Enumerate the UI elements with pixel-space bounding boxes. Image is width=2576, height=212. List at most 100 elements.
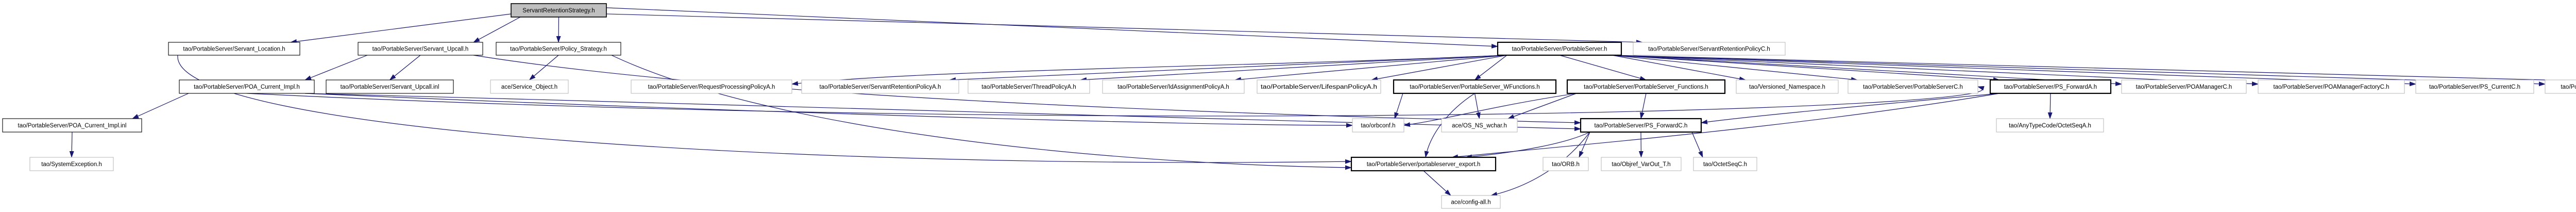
node-label-poamanagerc: tao/PortableServer/POAManagerC.h — [2136, 84, 2232, 90]
node-box-servant_upcall[interactable] — [358, 42, 483, 56]
node-box-systemexception[interactable] — [29, 157, 114, 171]
node-box-ps_forwardc[interactable] — [1580, 118, 1702, 133]
node-box-lifespanpolicya[interactable] — [1257, 79, 1381, 94]
node-box-configall[interactable] — [1441, 195, 1501, 209]
graph-node-poa_current_impl_inl[interactable]: tao/PortableServer/POA_Current_Impl.inl — [2, 118, 142, 133]
include-edge-ps_forwarda-to-export — [1451, 93, 2000, 159]
include-edge-functions-to-ps_forwardc — [1639, 93, 1647, 119]
node-box-servantretentionpolicya[interactable] — [801, 79, 959, 94]
graph-node-functions[interactable]: tao/PortableServer/PortableServer_Functi… — [1566, 79, 1726, 94]
include-edge-portableserver-to-servantretentionpolicya — [949, 55, 1507, 82]
node-box-servant_upcall_inl[interactable] — [326, 79, 454, 94]
node-label-servant_location: tao/PortableServer/Servant_Location.h — [183, 46, 285, 53]
include-edge-functions-to-orbconf — [1403, 93, 1577, 127]
include-edge-portableserver-to-threadpolicya — [1080, 55, 1507, 82]
node-label-ps_forwardc: tao/PortableServer/PS_ForwardC.h — [1595, 123, 1688, 129]
node-box-objref[interactable] — [1601, 157, 1682, 171]
node-label-octetseqa: tao/AnyTypeCode/OctetSeqA.h — [2009, 123, 2091, 129]
graph-node-systemexception[interactable]: tao/SystemException.h — [29, 157, 114, 171]
graph-node-portableserverc[interactable]: tao/PortableServer/PortableServerC.h — [1848, 79, 1978, 94]
graph-node-threadpolicya[interactable]: tao/PortableServer/ThreadPolicyA.h — [968, 79, 1090, 94]
graph-node-octetseqc[interactable]: tao/OctetSeqC.h — [1693, 157, 1757, 171]
node-box-versioned[interactable] — [1736, 79, 1839, 94]
node-box-policy_strategy[interactable] — [496, 42, 621, 56]
include-edge-root-to-policy_strategy — [556, 17, 561, 43]
node-box-threadpolicya[interactable] — [968, 79, 1090, 94]
graph-node-os_ns_wchar[interactable]: ace/OS_NS_wchar.h — [1441, 118, 1518, 133]
graph-node-policy_strategy[interactable]: tao/PortableServer/Policy_Strategy.h — [496, 42, 621, 56]
node-box-servant_location[interactable] — [168, 42, 300, 56]
graph-node-servantretentionpolicya[interactable]: tao/PortableServer/ServantRetentionPolic… — [801, 79, 959, 94]
node-box-poamanagerc[interactable] — [2121, 79, 2247, 94]
node-box-ps_forwarda[interactable] — [1989, 79, 2112, 94]
edges-layer — [69, 7, 2576, 197]
node-box-requestprocessingpolicya[interactable] — [631, 79, 792, 94]
node-box-poa_current_impl[interactable] — [179, 79, 315, 94]
node-box-portableserverc[interactable] — [1848, 79, 1978, 94]
include-edge-servant_location-to-export — [177, 55, 1352, 164]
node-box-os_ns_wchar[interactable] — [1441, 118, 1518, 133]
node-box-srpc[interactable] — [1633, 42, 1786, 56]
graph-node-wfunctions[interactable]: tao/PortableServer/PortableServer_WFunct… — [1393, 79, 1557, 94]
node-box-root — [511, 3, 607, 18]
graph-node-ps_forwarda[interactable]: tao/PortableServer/PS_ForwardA.h — [1989, 79, 2112, 94]
node-label-srpc: tao/PortableServer/ServantRetentionPolic… — [1648, 46, 1770, 53]
node-box-poamanagerfactoryc[interactable] — [2258, 79, 2405, 94]
node-box-wfunctions[interactable] — [1393, 79, 1557, 94]
graph-node-versioned[interactable]: tao/Versioned_Namespace.h — [1736, 79, 1839, 94]
node-label-versioned: tao/Versioned_Namespace.h — [1749, 84, 1825, 90]
node-label-service_object: ace/Service_Object.h — [501, 84, 557, 90]
node-label-root: ServantRetentionStrategy.h — [522, 8, 595, 14]
node-box-orbconf[interactable] — [1352, 118, 1404, 133]
node-label-servantretentionpolicya: tao/PortableServer/ServantRetentionPolic… — [820, 84, 941, 90]
graph-node-configall[interactable]: ace/config-all.h — [1441, 195, 1501, 209]
node-box-octetseqc[interactable] — [1693, 157, 1757, 171]
node-label-lifespanpolicya: tao/PortableServer/LifespanPolicyA.h — [1261, 84, 1377, 90]
graph-node-ps_forwardc[interactable]: tao/PortableServer/PS_ForwardC.h — [1580, 118, 1702, 133]
graph-node-poamanagerc[interactable]: tao/PortableServer/POAManagerC.h — [2121, 79, 2247, 94]
graph-node-srpc[interactable]: tao/PortableServer/ServantRetentionPolic… — [1633, 42, 1786, 56]
node-box-poa_current_impl_inl[interactable] — [2, 118, 142, 133]
graph-node-poa_current_impl[interactable]: tao/PortableServer/POA_Current_Impl.h — [179, 79, 315, 94]
graph-node-orbconf[interactable]: tao/orbconf.h — [1352, 118, 1404, 133]
node-box-export[interactable] — [1350, 156, 1497, 172]
node-box-octetseqa[interactable] — [1996, 118, 2104, 133]
include-edge-portableserver-to-requestprocessingpolicya — [791, 55, 1507, 86]
node-box-portableserver[interactable] — [1497, 41, 1622, 56]
include-edge-poa_current_impl-to-portableserverc — [246, 86, 1985, 117]
graph-node-lifespanpolicya[interactable]: tao/PortableServer/LifespanPolicyA.h — [1257, 79, 1381, 94]
graph-node-poamanagerfactoryc[interactable]: tao/PortableServer/POAManagerFactoryC.h — [2258, 79, 2405, 94]
graph-node-requestprocessingpolicya[interactable]: tao/PortableServer/RequestProcessingPoli… — [631, 79, 792, 94]
include-edge-wfunctions-to-os_ns_wchar — [1474, 93, 1481, 119]
include-edge-ps_forwarda-to-ps_forwardc — [1701, 93, 2000, 124]
graph-node-servant_upcall_inl[interactable]: tao/PortableServer/Servant_Upcall.inl — [326, 79, 454, 94]
graph-node-servant_location[interactable]: tao/PortableServer/Servant_Location.h — [168, 42, 300, 56]
graph-node-ps_currentc[interactable]: tao/PortableServer/PS_CurrentC.h — [2415, 79, 2534, 94]
node-label-orb: tao/ORB.h — [1552, 161, 1580, 168]
graph-node-orb[interactable]: tao/ORB.h — [1543, 157, 1589, 171]
node-box-iduniquenesspolicya[interactable] — [2545, 79, 2576, 94]
node-box-service_object[interactable] — [490, 79, 569, 94]
graph-node-iduniquenesspolicya[interactable]: tao/PortableServer/IdUniquenessPolicyA.h — [2545, 79, 2576, 94]
graph-node-servant_upcall[interactable]: tao/PortableServer/Servant_Upcall.h — [358, 42, 483, 56]
node-box-ps_currentc[interactable] — [2415, 79, 2534, 94]
include-edge-portableserver-to-wfunctions — [1474, 55, 1507, 80]
graph-node-idassignmentpolicya[interactable]: tao/PortableServer/IdAssignmentPolicyA.h — [1102, 79, 1245, 94]
graph-node-portableserver[interactable]: tao/PortableServer/PortableServer.h — [1497, 41, 1622, 56]
include-edge-poa_current_impl-to-orbconf — [304, 93, 1353, 128]
include-edge-servant_upcall-to-servant_upcall_inl — [389, 55, 421, 80]
node-box-functions[interactable] — [1566, 79, 1726, 94]
node-label-poamanagerfactoryc: tao/PortableServer/POAManagerFactoryC.h — [2274, 84, 2389, 90]
include-edge-root-to-servant_location — [290, 13, 512, 44]
graph-node-export[interactable]: tao/PortableServer/portableserver_export… — [1350, 156, 1497, 172]
node-box-idassignmentpolicya[interactable] — [1102, 79, 1245, 94]
graph-node-objref[interactable]: tao/Objref_VarOut_T.h — [1601, 157, 1682, 171]
graph-node-octetseqa[interactable]: tao/AnyTypeCode/OctetSeqA.h — [1996, 118, 2104, 133]
node-label-requestprocessingpolicya: tao/PortableServer/RequestProcessingPoli… — [648, 84, 775, 90]
node-label-policy_strategy: tao/PortableServer/Policy_Strategy.h — [510, 46, 607, 53]
graph-node-service_object[interactable]: ace/Service_Object.h — [490, 79, 569, 94]
include-edge-policy_strategy-to-service_object — [529, 55, 559, 80]
include-edge-root-to-srpc — [606, 13, 1643, 45]
node-box-orb[interactable] — [1543, 157, 1589, 171]
include-edge-ps_forwardc-to-export — [1465, 132, 1590, 159]
